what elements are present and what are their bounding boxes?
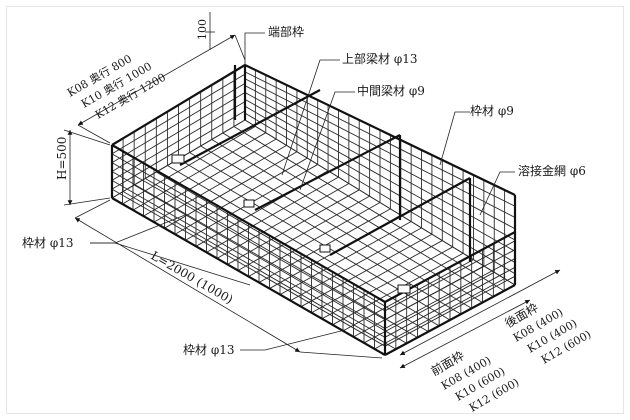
label-height: H=500 — [55, 137, 69, 180]
label-frame-13-bottom: 枠材 φ13 — [183, 343, 235, 357]
front-wire-v — [111, 188, 386, 347]
label-length: L=2000 (1000) — [149, 248, 236, 306]
label-frame-9: 枠材 φ9 — [470, 104, 514, 118]
joint-clips — [171, 154, 411, 294]
front-mesh — [111, 144, 386, 356]
dimension-lines — [63, 12, 561, 369]
label-upper-beam: 上部梁材 φ13 — [342, 51, 418, 66]
bottom-wire-v — [145, 178, 418, 338]
bottom-wire-v — [167, 165, 440, 327]
label-end-frame: 端部枠 — [268, 24, 304, 39]
left-end-mesh — [111, 64, 246, 199]
bottom-wire-v — [233, 126, 505, 292]
back-mesh — [244, 64, 516, 286]
label-welded-mesh: 溶接金網 φ6 — [518, 163, 586, 178]
bottom-wire-v — [122, 191, 397, 350]
front-wire-v — [111, 171, 386, 329]
label-frame-13-left: 枠材 φ13 — [22, 236, 74, 250]
bottom-wire-v — [200, 145, 472, 309]
bottom-wire-v — [222, 132, 494, 298]
label-middle-beam: 中間梁材 φ9 — [357, 83, 425, 98]
label-top-100: 100 — [196, 19, 209, 40]
bottom-wire-v — [156, 171, 429, 333]
bottom-wire-v — [189, 152, 462, 315]
